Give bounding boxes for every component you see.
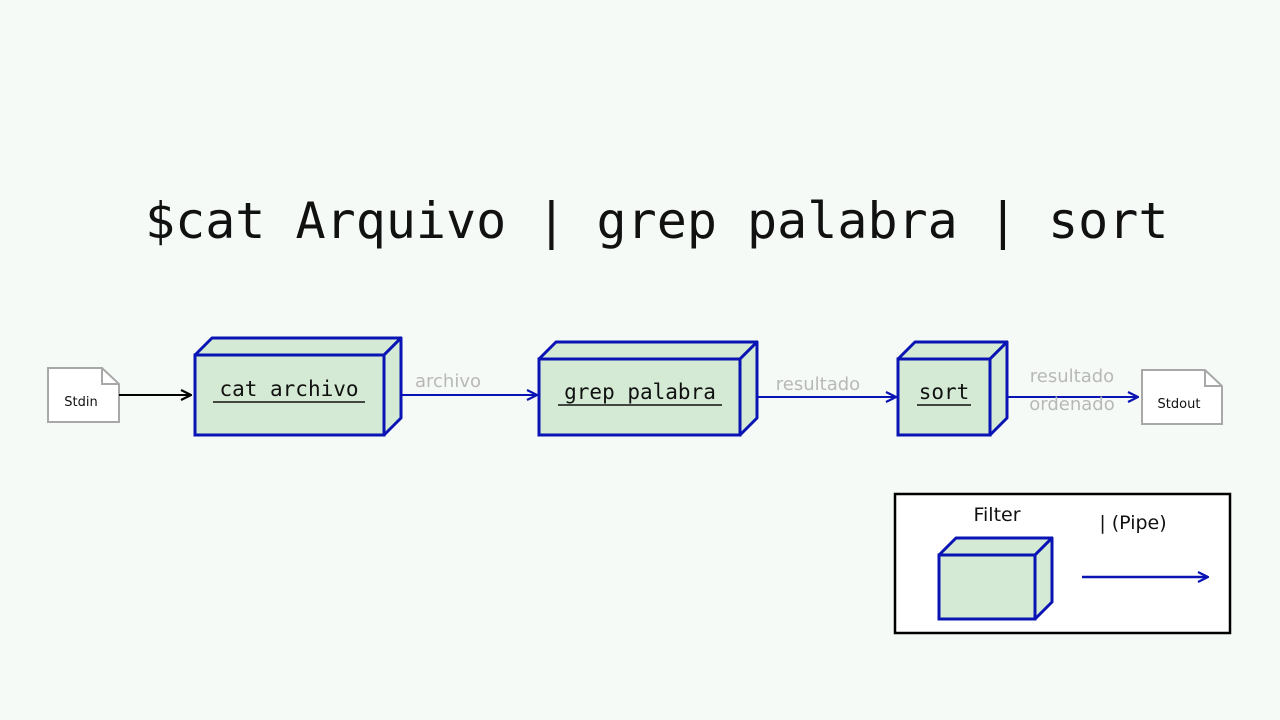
pipe-label-resultado-ordenado-1: resultado	[1030, 366, 1114, 387]
filter-box-sort: sort	[896, 340, 1009, 437]
filter-label-cat: cat archivo	[219, 377, 358, 401]
stdout-document-icon: Stdout	[1141, 369, 1223, 425]
command-title: $cat Arquivo | grep palabra | sort	[145, 192, 1169, 250]
filter-box-grep: grep palabra	[537, 340, 759, 437]
stdout-label: Stdout	[1158, 397, 1201, 412]
stdin-document-icon: Stdin	[47, 367, 120, 423]
filter-label-sort: sort	[919, 380, 970, 404]
legend-filter-label: Filter	[973, 504, 1020, 526]
pipe-label-archivo: archivo	[415, 371, 481, 392]
legend-filter-box	[937, 536, 1054, 621]
pipe-label-resultado-ordenado-2: ordenado	[1029, 394, 1114, 415]
legend: Filter | (Pipe)	[893, 492, 1232, 635]
pipe-label-resultado: resultado	[776, 374, 860, 395]
legend-pipe-label: | (Pipe)	[1099, 512, 1166, 534]
filter-box-cat: cat archivo	[193, 336, 403, 437]
filter-label-grep: grep palabra	[564, 380, 716, 404]
stdin-label: Stdin	[64, 395, 97, 410]
